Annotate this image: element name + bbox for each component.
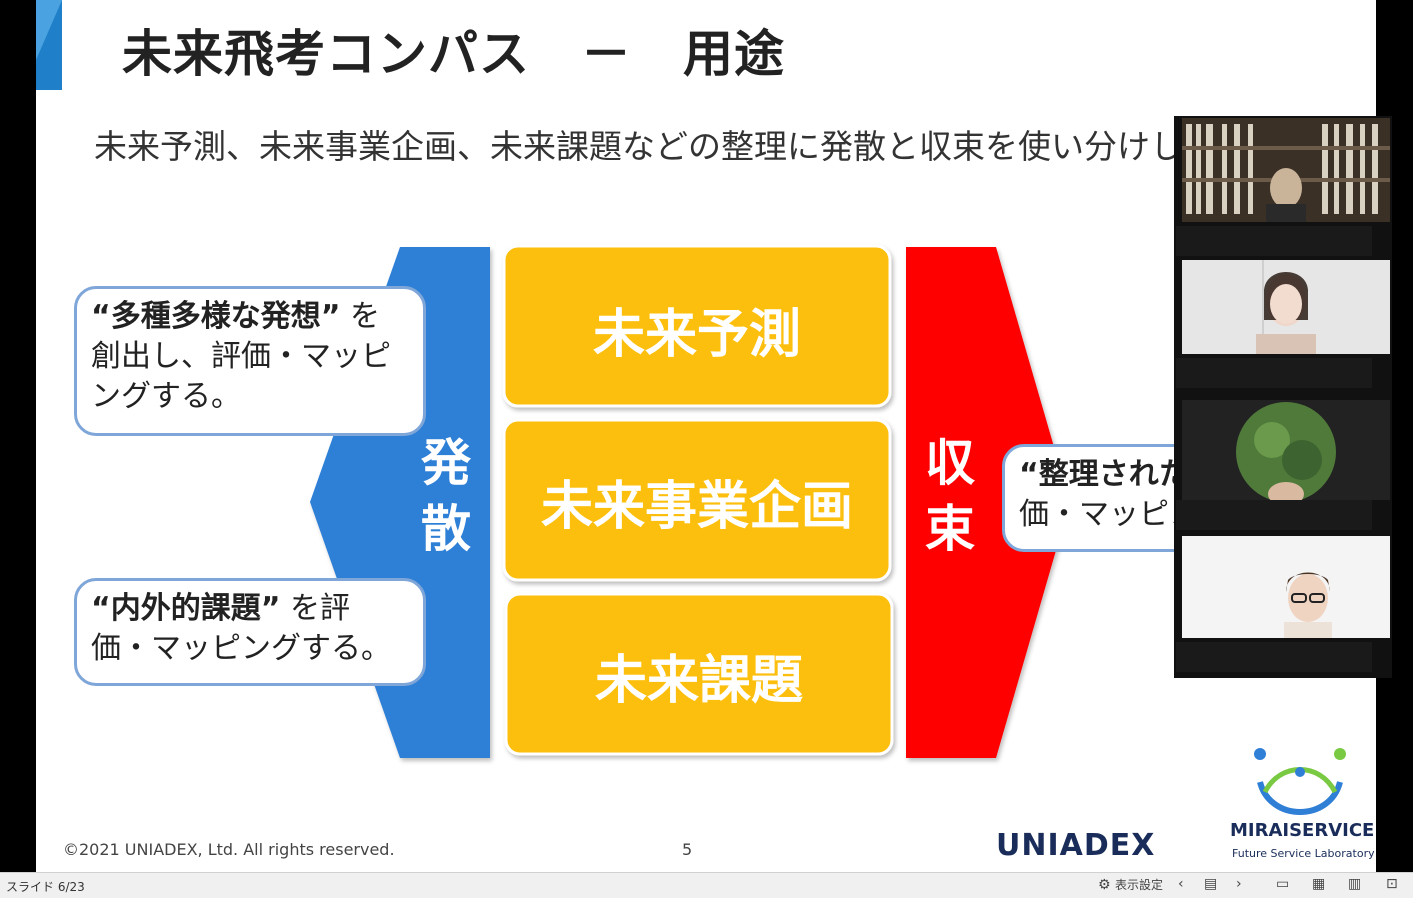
callout-diverse-ideas-bold: “多種多様な発想”: [91, 299, 341, 334]
callout-issues-bold: “内外的課題”: [91, 591, 281, 626]
page-number: 5: [682, 840, 693, 859]
slide-indicator: スライド 6/23: [6, 880, 85, 894]
participant-name-bar-4: [1176, 642, 1372, 672]
diverge-label: 発 散: [416, 430, 476, 562]
participant-name-bar-3: [1176, 500, 1372, 530]
participant-name-bar-2: [1176, 358, 1372, 388]
callout-issues-text: を評価・マッピングする。: [91, 591, 391, 666]
display-settings-label: 表示設定: [1115, 878, 1164, 892]
display-settings-icon: ⚙: [1098, 877, 1111, 893]
participant-tile-2[interactable]: [1182, 260, 1390, 354]
callout-diverse-ideas: “多種多様な発想” を創出し、評価・マッピングする。: [74, 286, 426, 436]
video-participants-panel: [1174, 116, 1392, 678]
participant-video-2: [1182, 260, 1390, 354]
slide-sorter-icon[interactable]: ▦: [1312, 876, 1326, 892]
participant-name-bar-1: [1176, 226, 1372, 256]
participant-tile-4[interactable]: [1182, 536, 1390, 638]
box-future-issues: [504, 592, 894, 756]
miraiservice-name: MIRAISERVICE: [1230, 820, 1375, 841]
corner-accent: [36, 0, 62, 90]
diverge-char-1: 発: [421, 434, 471, 492]
reading-view-icon[interactable]: ▥: [1348, 876, 1362, 892]
converge-shape: [906, 247, 1070, 758]
participant-video-3: [1182, 400, 1390, 500]
slideshow-icon[interactable]: ⊡: [1386, 876, 1398, 892]
box-label-issues: 未来課題: [594, 651, 803, 711]
slide-canvas: 未来飛考コンパス － 用途 未来予測、未来事業企画、未来課題などの整理に発散と収…: [36, 0, 1376, 872]
miraiservice-subtitle: Future Service Laboratory: [1232, 847, 1375, 860]
participant-tile-3[interactable]: [1182, 400, 1390, 500]
display-settings-button[interactable]: ⚙ 表示設定: [1098, 876, 1163, 893]
normal-view-icon[interactable]: ▭: [1276, 876, 1290, 892]
notes-icon[interactable]: ▤: [1204, 876, 1218, 892]
converge-char-1: 収: [925, 434, 975, 492]
uniadex-logo: UNIADEX: [996, 828, 1156, 863]
converge-label: 収 束: [920, 430, 980, 562]
box-label-business: 未来事業企画: [540, 477, 853, 537]
participant-video-4: [1182, 536, 1390, 638]
slide-subtitle: 未来予測、未来事業企画、未来課題などの整理に発散と収束を使い分けし使: [94, 127, 1216, 166]
participant-video-1: [1182, 118, 1390, 222]
converge-char-2: 束: [925, 500, 975, 558]
previous-slide-icon[interactable]: ‹: [1178, 876, 1184, 892]
callout-organized-text: 価・マッピン: [1019, 497, 1199, 532]
callout-diverse-ideas-text: を創出し、評価・マッピングする。: [91, 299, 391, 414]
callout-internal-external-issues: “内外的課題” を評価・マッピングする。: [74, 578, 426, 686]
box-future-business: [502, 418, 892, 582]
miraiservice-logo-mark: [1254, 748, 1346, 815]
copyright: ©2021 UNIADEX, Ltd. All rights reserved.: [63, 840, 395, 859]
next-slide-icon[interactable]: ›: [1236, 876, 1242, 892]
box-label-forecast: 未来予測: [592, 305, 801, 365]
diverge-char-2: 散: [421, 500, 471, 558]
slide-title: 未来飛考コンパス － 用途: [122, 25, 785, 83]
box-future-forecast: [502, 244, 892, 408]
participant-tile-1[interactable]: [1182, 118, 1390, 222]
status-bar: スライド 6/23 ⚙ 表示設定 ‹ ▤ › ▭ ▦ ▥ ⊡: [0, 872, 1413, 898]
callout-organized-bold: “整理された: [1019, 457, 1189, 492]
